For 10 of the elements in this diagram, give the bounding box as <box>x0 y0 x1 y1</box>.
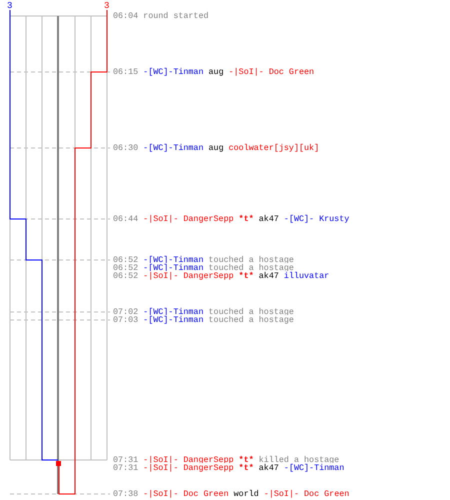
log-entry: 06:52 -|SoI|- DangerSepp *t* ak47 illuvatar <box>113 271 330 281</box>
log-entry: 07:38 -|SoI|- Doc Green world -|SoI|- Doc Green <box>113 489 350 499</box>
log-entry: 06:15 -[WC]-Tinman aug -|SoI|- Doc Green <box>113 67 314 77</box>
log-entry: 07:03 -[WC]-Tinman touched a hostage <box>113 315 294 325</box>
count-number: 3 <box>104 2 110 11</box>
log-entry: 06:44 -|SoI|- DangerSepp *t* ak47 -[WC]- Krusty <box>113 214 350 224</box>
count-number: 3 <box>7 2 12 11</box>
log-entry: 07:31 -|SoI|- DangerSepp *t* ak47 -[WC]-Tinman <box>113 463 344 473</box>
log-entry: 06:30 -[WC]-Tinman aug coolwater[jsy][uk] <box>113 143 320 153</box>
log-entry: 06:04 round started <box>113 11 209 21</box>
